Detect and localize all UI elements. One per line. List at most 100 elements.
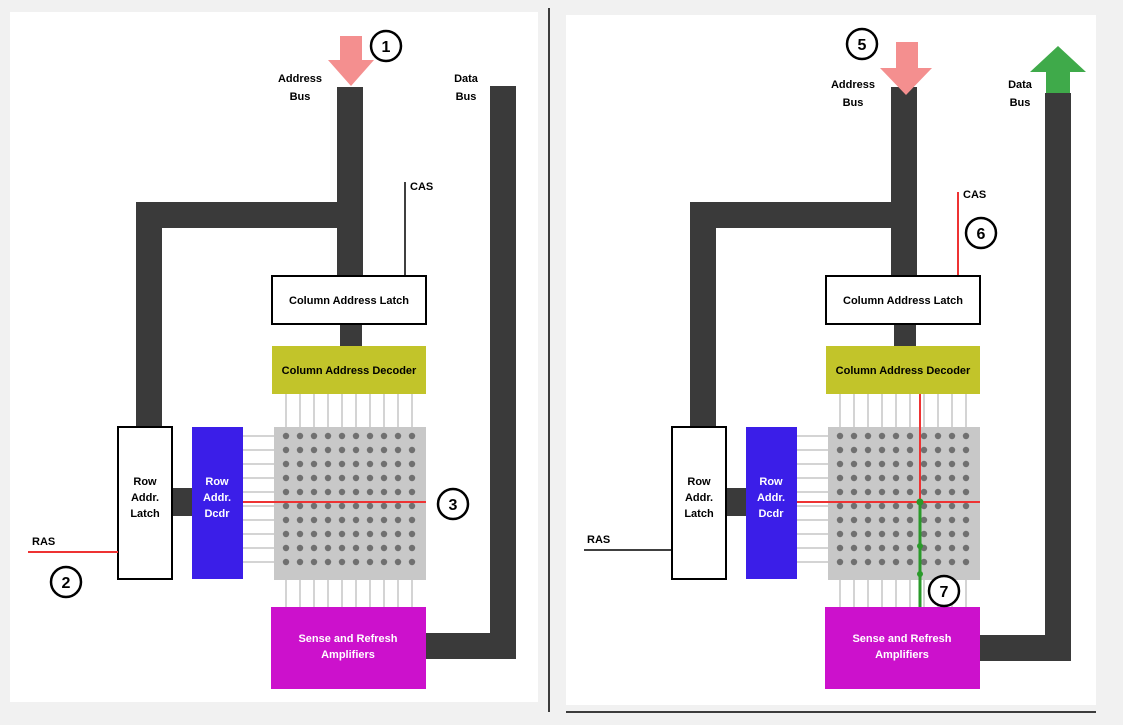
- step-marker-5-label: 5: [858, 37, 867, 54]
- memory-cell: [296, 516, 304, 524]
- memory-cell: [282, 474, 290, 482]
- address-bus-label-line-2: Bus: [843, 97, 864, 109]
- row-address-decoder-label-line-2: Addr.: [203, 492, 231, 504]
- address-bus-branch-vertical: [136, 202, 162, 428]
- memory-cell: [366, 488, 374, 496]
- step-marker-1-label: 1: [382, 39, 391, 56]
- address-bus-label-line-2: Bus: [290, 91, 311, 103]
- memory-cell: [282, 544, 290, 552]
- memory-cell: [892, 544, 900, 552]
- memory-cell: [906, 544, 914, 552]
- row-address-decoder-label-line-3: Dcdr: [204, 508, 230, 520]
- memory-cell: [836, 530, 844, 538]
- memory-cell: [836, 460, 844, 468]
- memory-cell: [296, 488, 304, 496]
- data-path-dot: [917, 543, 923, 549]
- memory-cell: [934, 446, 942, 454]
- memory-cell: [338, 502, 346, 510]
- memory-cell: [878, 460, 886, 468]
- memory-cell: [836, 446, 844, 454]
- memory-cell: [380, 502, 388, 510]
- memory-cell: [836, 502, 844, 510]
- memory-cell: [380, 530, 388, 538]
- memory-cell: [850, 502, 858, 510]
- memory-cell: [962, 502, 970, 510]
- memory-cell: [394, 502, 402, 510]
- memory-cell: [864, 488, 872, 496]
- memory-cell: [836, 516, 844, 524]
- memory-cell: [878, 474, 886, 482]
- memory-cell: [878, 544, 886, 552]
- memory-cell: [408, 502, 416, 510]
- memory-cell: [934, 516, 942, 524]
- memory-cell: [296, 460, 304, 468]
- data-bus-label-line-1: Data: [454, 73, 479, 85]
- memory-cell: [408, 474, 416, 482]
- memory-cell: [850, 530, 858, 538]
- memory-cell: [962, 488, 970, 496]
- memory-cell: [962, 516, 970, 524]
- memory-cell: [310, 474, 318, 482]
- row-address-latch-label-line-1: Row: [133, 476, 157, 488]
- column-address-latch: [271, 275, 427, 325]
- memory-cell: [850, 488, 858, 496]
- memory-cell: [878, 502, 886, 510]
- memory-cell: [324, 502, 332, 510]
- memory-cell: [864, 558, 872, 566]
- data-bus-label-line-1: Data: [1008, 79, 1033, 91]
- memory-cell: [906, 432, 914, 440]
- memory-cell: [864, 446, 872, 454]
- memory-cell: [962, 460, 970, 468]
- latch-to-decoder-connector: [894, 324, 916, 346]
- memory-cell: [892, 446, 900, 454]
- memory-cell: [338, 530, 346, 538]
- data-path-dot: [917, 571, 923, 577]
- memory-cell: [282, 558, 290, 566]
- memory-cell: [394, 544, 402, 552]
- memory-cell: [352, 432, 360, 440]
- sense-amplifiers-label-line-2: Amplifiers: [875, 649, 929, 661]
- memory-cell: [366, 502, 374, 510]
- ras-label: RAS: [32, 536, 55, 548]
- memory-cell: [948, 502, 956, 510]
- column-address-latch-label: Column Address Latch: [289, 295, 409, 307]
- memory-cell: [934, 432, 942, 440]
- memory-cell: [934, 544, 942, 552]
- column-address-decoder: [826, 346, 980, 394]
- memory-cell: [324, 460, 332, 468]
- memory-cell: [394, 558, 402, 566]
- cas-label: CAS: [963, 189, 986, 201]
- memory-cell: [380, 460, 388, 468]
- memory-cell: [962, 530, 970, 538]
- memory-cell: [948, 530, 956, 538]
- memory-cell: [394, 530, 402, 538]
- memory-cell: [892, 502, 900, 510]
- memory-cell: [878, 530, 886, 538]
- memory-cell: [892, 558, 900, 566]
- memory-cell: [324, 446, 332, 454]
- memory-cell: [394, 432, 402, 440]
- memory-cell: [296, 502, 304, 510]
- address-bus-label-line-1: Address: [831, 79, 875, 91]
- memory-cell: [296, 530, 304, 538]
- memory-cell: [310, 432, 318, 440]
- memory-cell: [836, 432, 844, 440]
- memory-cell: [906, 460, 914, 468]
- step-marker-6-circle: [964, 216, 998, 250]
- memory-cell: [296, 474, 304, 482]
- memory-cell: [380, 516, 388, 524]
- memory-cell: [906, 474, 914, 482]
- data-bus-label-line-2: Bus: [456, 91, 477, 103]
- memory-cell: [906, 446, 914, 454]
- memory-cell: [934, 474, 942, 482]
- address-bus-branch-horizontal: [136, 202, 363, 228]
- memory-cell: [864, 502, 872, 510]
- latch-to-row-decoder-connector: [170, 488, 196, 516]
- memory-cell: [338, 460, 346, 468]
- step-marker-6: 6: [964, 216, 998, 250]
- memory-cell: [380, 446, 388, 454]
- memory-cell: [282, 516, 290, 524]
- memory-cell: [338, 432, 346, 440]
- row-address-decoder-label-line-1: Row: [759, 476, 783, 488]
